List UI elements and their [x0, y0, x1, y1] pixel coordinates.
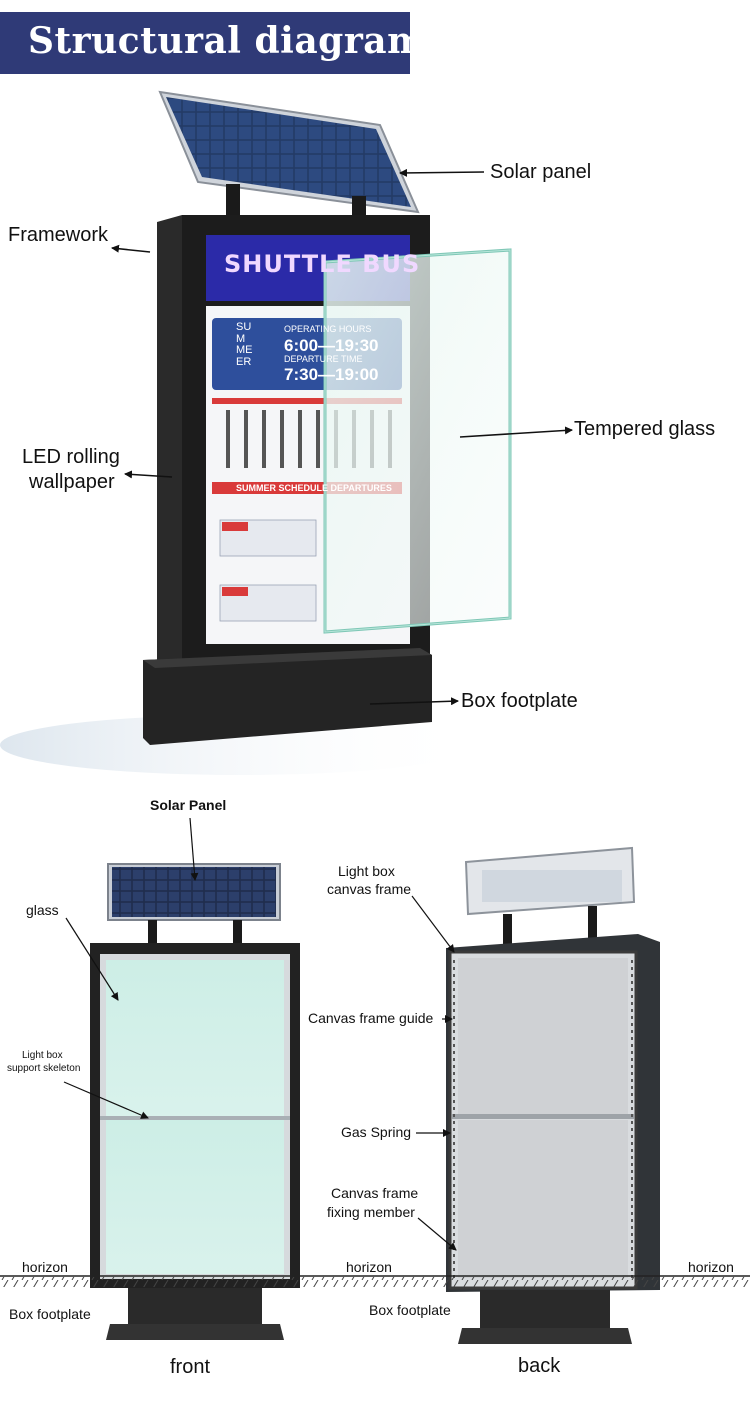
label-box-footplate-top: Box footplate: [461, 690, 578, 712]
label-view-back: back: [518, 1355, 561, 1377]
tempered-glass-3d: [323, 248, 512, 634]
label-canvas-frame-2: canvas frame: [327, 881, 412, 897]
label-fixing-member-1: Canvas frame: [331, 1185, 419, 1201]
label-front-horizon: horizon: [22, 1259, 68, 1275]
horizon-ground: [0, 1275, 750, 1287]
solar-panel-3d: [158, 90, 420, 234]
schedule-hours-2: 7:30—19:00: [284, 365, 379, 384]
schedule-hours-1: 6:00—19:30: [284, 336, 379, 355]
label-view-front: front: [170, 1356, 211, 1378]
top-leader-lines: [111, 168, 573, 706]
label-gas-spring: Gas Spring: [341, 1124, 412, 1140]
floor-shadow: [0, 715, 480, 775]
front-view-drawing: [90, 863, 300, 1340]
label-front-box-footplate: Box footplate: [9, 1306, 91, 1322]
led-rolling-text: SHUTTLE BUS: [224, 250, 421, 278]
title-banner: [0, 12, 410, 74]
label-fixing-member-2: fixing member: [327, 1204, 415, 1220]
label-front-solar-panel: Solar Panel: [150, 797, 227, 813]
label-back-horizon-mid: horizon: [346, 1259, 392, 1275]
label-framework: Framework: [8, 224, 109, 246]
label-canvas-frame-guide: Canvas frame guide: [308, 1010, 434, 1026]
schedule-departure-label: DEPARTURE TIME: [284, 354, 363, 364]
schedule-season-label: SU M ME ER: [236, 321, 253, 368]
label-skeleton-2: support skeleton: [7, 1063, 81, 1074]
page-title: Structural diagram: [28, 20, 426, 62]
schedule-hours-label: OPERATING HOURS: [284, 324, 372, 334]
label-skeleton-1: Light box: [22, 1050, 63, 1061]
bottom-leader-lines: [63, 817, 457, 1251]
label-canvas-frame-1: Light box: [338, 863, 395, 879]
schedule-header: SUMMER SCHEDULE DEPARTURES: [236, 483, 392, 493]
label-solar-panel: Solar panel: [490, 161, 592, 183]
label-back-box-footplate: Box footplate: [369, 1302, 451, 1318]
label-led-wallpaper-2: wallpaper: [29, 471, 115, 493]
label-front-glass: glass: [26, 902, 59, 918]
label-led-wallpaper-1: LED rolling: [22, 446, 120, 468]
back-view-drawing: [446, 846, 660, 1344]
label-back-horizon-right: horizon: [688, 1259, 734, 1275]
label-tempered-glass: Tempered glass: [574, 418, 716, 440]
